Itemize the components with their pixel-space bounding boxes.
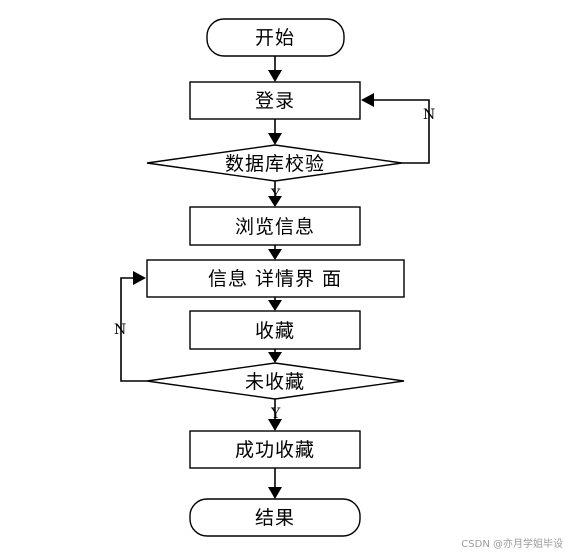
arrowhead-detail xyxy=(268,249,282,260)
connector-not-favorited-no-loop xyxy=(120,277,147,382)
arrowhead-dbcheck xyxy=(268,133,282,145)
favorite-label: 收藏 xyxy=(255,320,295,342)
db-yes-label: Y xyxy=(270,187,281,203)
start-label: 开始 xyxy=(255,27,295,49)
not-favorited-label: 未收藏 xyxy=(245,371,305,393)
favorite-box xyxy=(189,310,361,350)
db-check-label: 数据库校验 xyxy=(225,153,325,175)
fav-yes-label: Y xyxy=(270,406,281,422)
arrowhead-favorite xyxy=(268,300,282,311)
arrowhead-login-return xyxy=(361,93,374,107)
login-box xyxy=(189,81,361,120)
arrowhead-detail-return xyxy=(133,271,146,285)
browse-label: 浏览信息 xyxy=(235,216,315,238)
arrowhead-success xyxy=(268,419,282,431)
detail-label: 信息 详情界 面 xyxy=(208,268,342,290)
connector-dbcheck-no-loop xyxy=(374,99,430,164)
arrowhead-not-favorited xyxy=(268,352,282,363)
arrowhead-login xyxy=(268,70,282,82)
success-box xyxy=(189,430,361,469)
arrowhead-end xyxy=(268,487,282,499)
watermark-text: CSDN @亦月学姐毕设 xyxy=(461,537,563,550)
arrowhead-browse xyxy=(268,196,282,207)
db-no-label: N xyxy=(423,107,435,123)
login-label: 登录 xyxy=(255,90,295,112)
end-label: 结果 xyxy=(255,507,295,529)
fav-no-label: N xyxy=(114,322,126,338)
success-label: 成功收藏 xyxy=(235,439,315,461)
end-terminal xyxy=(189,498,361,537)
not-favorited-decision xyxy=(146,362,405,400)
